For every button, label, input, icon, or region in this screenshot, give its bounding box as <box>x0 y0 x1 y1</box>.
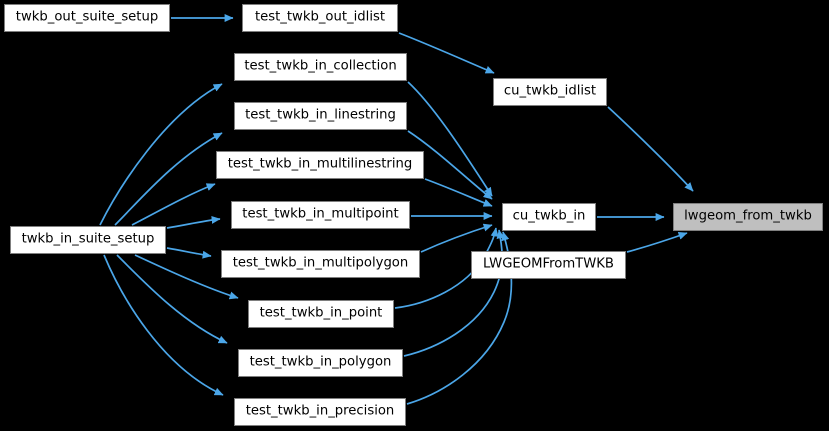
node-label: twkb_in_suite_setup <box>21 231 155 247</box>
node-label: test_twkb_in_multipolygon <box>232 255 409 271</box>
node-label: test_twkb_in_multilinestring <box>227 156 413 172</box>
edge-in-suite-to-multipoint <box>166 215 221 229</box>
edge-cu-idlist-to-lwgeom <box>607 106 694 192</box>
edge-in-suite-to-polygon <box>116 254 228 344</box>
node-label: cu_twkb_idlist <box>503 83 597 99</box>
node-test-twkb-in-point[interactable]: test_twkb_in_point <box>248 300 394 328</box>
node-label: test_twkb_in_precision <box>245 403 395 419</box>
node-test-twkb-in-polygon[interactable]: test_twkb_in_polygon <box>238 349 403 377</box>
node-label: test_twkb_out_idlist <box>254 9 386 25</box>
node-test-twkb-in-linestring[interactable]: test_twkb_in_linestring <box>234 102 407 130</box>
node-label: test_twkb_in_multipoint <box>242 206 399 222</box>
node-label: twkb_out_suite_setup <box>15 9 159 25</box>
node-test-twkb-out-idlist[interactable]: test_twkb_out_idlist <box>242 4 398 32</box>
node-twkb-in-suite-setup[interactable]: twkb_in_suite_setup <box>10 226 166 254</box>
edge-in-suite-to-collection <box>99 83 223 226</box>
node-test-twkb-in-precision[interactable]: test_twkb_in_precision <box>234 398 406 426</box>
node-label: test_twkb_in_collection <box>244 58 397 74</box>
node-label: test_twkb_in_point <box>259 305 383 321</box>
node-twkb-out-suite-setup[interactable]: twkb_out_suite_setup <box>4 4 170 32</box>
node-test-twkb-in-multipoint[interactable]: test_twkb_in_multipoint <box>231 201 410 229</box>
node-label: test_twkb_in_polygon <box>249 354 392 370</box>
node-label: cu_twkb_in <box>512 208 586 224</box>
edge-multipolygon-to-cu-in <box>420 223 493 253</box>
node-lwgeom-from-twkb[interactable]: lwgeom_from_twkb <box>673 203 823 231</box>
node-cu-twkb-idlist[interactable]: cu_twkb_idlist <box>493 78 607 106</box>
node-test-twkb-in-collection[interactable]: test_twkb_in_collection <box>234 53 407 81</box>
node-cu-twkb-in[interactable]: cu_twkb_in <box>502 203 596 231</box>
node-lwgeomfromtwkb[interactable]: LWGEOMFromTWKB <box>471 251 626 279</box>
node-test-twkb-in-multipolygon[interactable]: test_twkb_in_multipolygon <box>221 250 420 278</box>
node-label: lwgeom_from_twkb <box>684 208 812 224</box>
edge-in-suite-to-multipolygon <box>166 247 212 259</box>
node-test-twkb-in-multilinestring[interactable]: test_twkb_in_multilinestring <box>216 151 424 179</box>
edge-in-suite-to-multilinestring <box>131 183 216 226</box>
edge-polygon-to-cu-in <box>403 229 505 357</box>
edge-multilinestring-to-cu-in <box>424 178 493 207</box>
edge-in-suite-to-linestring <box>114 132 223 226</box>
edge-out-idlist-to-cu-idlist <box>398 32 495 74</box>
edge-in-suite-to-precision <box>103 254 224 396</box>
node-label: test_twkb_in_linestring <box>245 107 396 123</box>
edge-lwgeomfromtwkb-to-lwgeom <box>626 232 688 253</box>
node-label: LWGEOMFromTWKB <box>483 256 614 272</box>
